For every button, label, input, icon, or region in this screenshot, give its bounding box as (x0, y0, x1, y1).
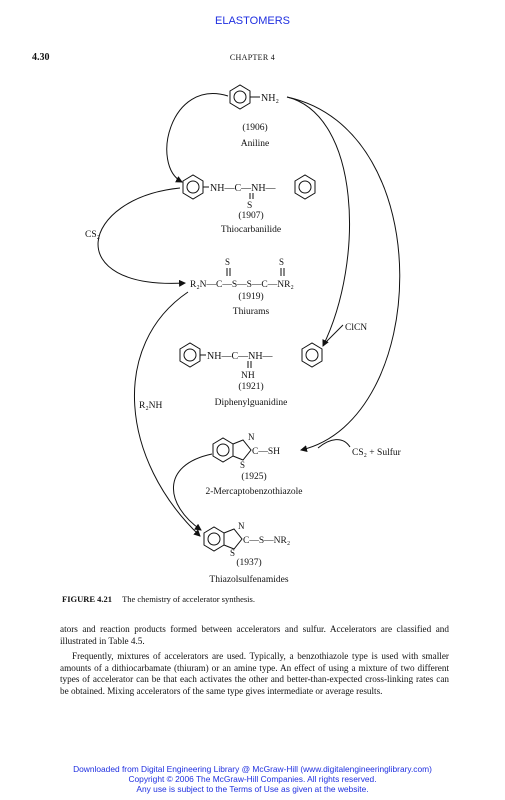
reagent-r2nh: R₂NH (139, 401, 163, 411)
reagent-cs2-sulfur: CS₂ + Sulfur (352, 447, 402, 458)
arrow-aniline-to-dpg (286, 96, 350, 347)
arrow-aniline-to-thiocarbanilide (166, 93, 229, 183)
figure-caption-text: The chemistry of accelerator synthesis. (122, 594, 255, 604)
connector-clcn (322, 324, 344, 346)
figure-caption: FIGURE 4.21 The chemistry of accelerator … (62, 594, 255, 604)
running-title: ELASTOMERS (215, 15, 290, 27)
svg-text:S: S (279, 257, 284, 267)
svg-text:S: S (230, 548, 235, 558)
svg-text:S: S (225, 257, 230, 267)
svg-text:NH—C—NH—: NH—C—NH— (210, 183, 277, 194)
sulfenamide-label: Thiazolsulfenamides (209, 574, 288, 585)
arrow-mbt-to-sulfenamide (173, 453, 213, 531)
paragraph-2: Frequently, mixtures of accelerators are… (60, 651, 449, 696)
thiuram-structure: S S R₂N—C—S—S—C—NR₂ (190, 257, 294, 290)
reagent-clcn: ClCN (345, 323, 367, 333)
mbt-structure: N S C—SH (212, 432, 280, 470)
accelerator-synthesis-figure: NH₂ (1906) Aniline NH—C—NH— S (1907) Thi… (85, 84, 402, 585)
aniline-year: (1906) (242, 122, 267, 133)
dpg-label: Diphenylguanidine (215, 398, 288, 408)
svg-text:NH—C—NH—: NH—C—NH— (207, 351, 274, 362)
svg-text:NH: NH (241, 371, 255, 381)
download-footer: Downloaded from Digital Engineering Libr… (0, 764, 505, 794)
connector-cs2-sulfur (317, 439, 351, 449)
svg-text:N: N (248, 432, 255, 442)
svg-text:NH₂: NH₂ (261, 93, 279, 104)
svg-text:R₂N—C—S—S—C—NR₂: R₂N—C—S—S—C—NR₂ (190, 280, 294, 290)
mbt-label: 2-Mercaptobenzothiazole (205, 487, 302, 497)
sulfenamide-year: (1937) (236, 557, 261, 568)
svg-text:S: S (247, 201, 252, 211)
arrow-aniline-to-mbt (286, 96, 401, 453)
aniline-label: Aniline (241, 139, 270, 149)
paragraph-1: ators and reaction products formed betwe… (60, 624, 449, 646)
thiuram-year: (1919) (238, 291, 263, 302)
diphenylguanidine-structure: NH—C—NH— NH (179, 342, 323, 381)
dpg-year: (1921) (238, 381, 263, 392)
arrow-cs2-to-thiuram (97, 187, 186, 287)
page-number: 4.30 (32, 52, 50, 63)
chapter-heading: CHAPTER 4 (229, 53, 276, 62)
figure-caption-label: FIGURE 4.21 (62, 594, 113, 604)
svg-text:C—SH: C—SH (252, 447, 280, 457)
thiuram-label: Thiurams (233, 307, 270, 317)
mbt-year: (1925) (241, 471, 266, 482)
footer-line-3[interactable]: Any use is subject to the Terms of Use a… (136, 784, 369, 794)
svg-text:C—S—NR₂: C—S—NR₂ (243, 536, 290, 546)
sulfenamide-structure: N S C—S—NR₂ (203, 521, 290, 558)
svg-text:S: S (240, 460, 245, 470)
thiocarbanilide-structure: NH—C—NH— S (182, 174, 316, 211)
footer-line-2: Copyright © 2006 The McGraw-Hill Compani… (128, 774, 377, 784)
aniline-structure: NH₂ (229, 84, 279, 110)
reagent-cs2: CS₂ (85, 230, 100, 240)
thiocarbanilide-label: Thiocarbanilide (221, 225, 281, 235)
thiocarbanilide-year: (1907) (238, 210, 263, 221)
footer-line-1[interactable]: Downloaded from Digital Engineering Libr… (73, 764, 432, 774)
arrow-thiuram-to-sulfenamide (134, 291, 201, 537)
svg-text:N: N (238, 521, 245, 531)
